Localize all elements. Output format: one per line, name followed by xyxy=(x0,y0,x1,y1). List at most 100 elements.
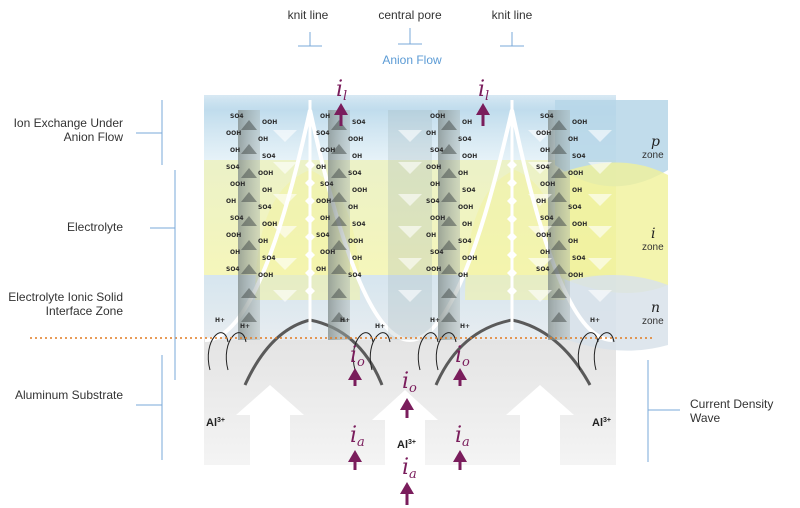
column-chevron xyxy=(241,192,257,202)
ion-label: OH xyxy=(426,130,436,137)
pore-chevron xyxy=(398,162,422,174)
hydrogen-ion-label: H+ xyxy=(460,323,470,330)
knit-diamond xyxy=(305,268,315,278)
column-chevron xyxy=(441,240,457,250)
ion-label: SO4 xyxy=(540,215,554,222)
ion-label: OOH xyxy=(226,232,241,239)
pore-chevron xyxy=(398,194,422,206)
pore-chevron xyxy=(588,162,612,174)
hydrogen-loop xyxy=(369,332,391,371)
ion-label: OOH xyxy=(430,113,445,120)
io-label-right: io xyxy=(455,343,470,370)
i-zone-letter: i xyxy=(651,226,655,242)
pore-chevron xyxy=(588,130,612,142)
ion-label: OOH xyxy=(230,181,245,188)
column-chevron xyxy=(241,216,257,226)
interface-zone-label: Electrolyte Ionic Solid Interface Zone xyxy=(8,290,123,318)
current-arrow-head xyxy=(334,103,348,115)
column-chevron xyxy=(241,288,257,298)
callout-lines xyxy=(136,28,680,462)
current-arrow-head xyxy=(476,103,490,115)
ion-label: OOH xyxy=(458,204,473,211)
column-chevron xyxy=(241,144,257,154)
pore-chevron xyxy=(528,258,552,270)
ion-label: OOH xyxy=(258,170,273,177)
knit-diamond xyxy=(507,196,517,206)
column-chevron xyxy=(441,288,457,298)
ion-label: OH xyxy=(230,147,240,154)
knit-diamonds xyxy=(305,160,517,296)
ion-label: SO4 xyxy=(348,170,362,177)
ion-label: SO4 xyxy=(226,164,240,171)
ion-label: OOH xyxy=(320,147,335,154)
ion-label: SO4 xyxy=(536,164,550,171)
column-chevron xyxy=(241,120,257,130)
knit-diamond xyxy=(507,232,517,242)
ion-label: SO4 xyxy=(430,147,444,154)
ion-label: OOH xyxy=(572,119,587,126)
knit-diamond xyxy=(507,214,517,224)
ion-label: SO4 xyxy=(320,181,334,188)
ion-label: OOH xyxy=(572,221,587,228)
column-chevron xyxy=(331,168,347,178)
current-arrow-head xyxy=(348,368,362,380)
column-chevron xyxy=(331,192,347,202)
current-arrows xyxy=(334,103,490,505)
pore-chevron xyxy=(588,226,612,238)
ion-label: OOH xyxy=(316,198,331,205)
hydrogen-ion-label: H+ xyxy=(340,317,350,324)
pore-chevron xyxy=(398,226,422,238)
electrolyte-label: Electrolyte xyxy=(66,220,123,234)
pore-chevron xyxy=(273,162,297,174)
column-chevron xyxy=(331,144,347,154)
anion-flow-label: Anion Flow xyxy=(382,53,442,67)
ion-label: OH xyxy=(320,113,330,120)
knit-diamond xyxy=(305,232,315,242)
aluminum-substrate-label: Aluminum Substrate xyxy=(14,388,123,402)
ion-label: OOH xyxy=(536,232,551,239)
ion-label: OOH xyxy=(348,136,363,143)
column-chevron xyxy=(241,240,257,250)
knit-diamond xyxy=(507,250,517,260)
ion-label: OH xyxy=(316,164,326,171)
ion-label: OH xyxy=(226,198,236,205)
sub-arrow-3 xyxy=(506,385,574,465)
ion-label: OOH xyxy=(258,272,273,279)
column-chevron xyxy=(551,168,567,178)
substrate-arrows xyxy=(236,385,574,465)
ion-label: OH xyxy=(458,170,468,177)
ion-label: SO4 xyxy=(540,113,554,120)
hydrogen-ion-label: H+ xyxy=(590,317,600,324)
zone-labels: p zone i zone n zone xyxy=(642,134,664,327)
ion-label: OOH xyxy=(462,255,477,262)
ion-label: SO4 xyxy=(316,130,330,137)
ia-label-left: ia xyxy=(350,423,365,450)
ion-label: OH xyxy=(352,153,362,160)
ion-label: OOH xyxy=(568,272,583,279)
knit-line-right-label: knit line xyxy=(491,8,533,22)
pore-chevron xyxy=(528,162,552,174)
hydrogen-loop xyxy=(577,332,599,371)
p-zone-word: zone xyxy=(642,150,664,161)
p-zone-shape xyxy=(555,100,668,187)
column-chevron xyxy=(331,240,347,250)
hydrogen-ion-label: H+ xyxy=(375,323,385,330)
hydrogen-loops xyxy=(207,332,615,371)
column-chevron xyxy=(441,264,457,274)
column-arrows xyxy=(241,120,612,322)
pore-chevron xyxy=(588,194,612,206)
ion-label: OH xyxy=(316,266,326,273)
column-chevron xyxy=(551,216,567,226)
ion-label: SO4 xyxy=(226,266,240,273)
ion-label: OH xyxy=(430,181,440,188)
pore-chevron xyxy=(273,290,297,302)
io-label-center: io xyxy=(402,369,417,396)
ion-label: OH xyxy=(262,187,272,194)
hydrogen-loop xyxy=(417,332,439,371)
knit-line-left-label: knit line xyxy=(287,8,329,22)
ion-label: SO4 xyxy=(230,113,244,120)
ion-label: SO4 xyxy=(352,119,366,126)
current-arrow-head xyxy=(400,482,414,494)
